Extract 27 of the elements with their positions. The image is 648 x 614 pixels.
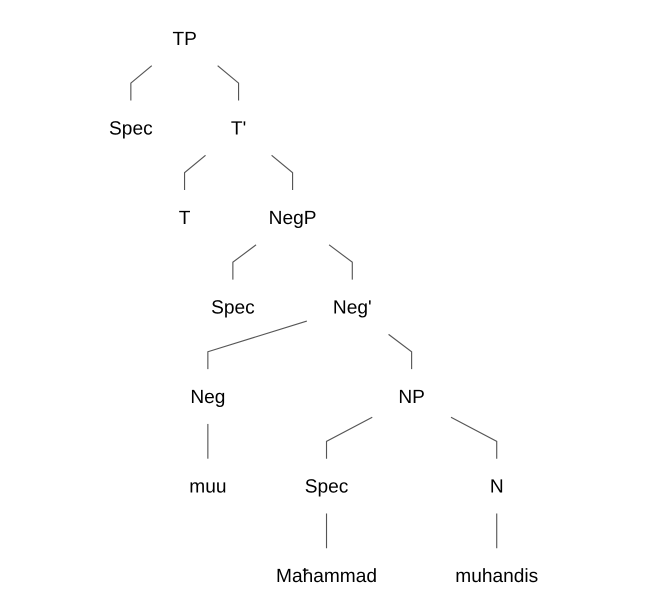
connector: [208, 320, 308, 370]
node-text: T': [231, 117, 247, 139]
connector: [208, 424, 209, 459]
node-text: T: [179, 206, 191, 228]
node-text: TP: [172, 27, 198, 50]
node-text: muu: [190, 475, 227, 497]
node-text: Neg': [333, 296, 372, 318]
connector: [218, 65, 240, 100]
connector: [388, 334, 413, 370]
node-text: Maħammad: [276, 564, 378, 587]
node-text: Spec: [109, 117, 154, 139]
node-text: Neg: [190, 386, 226, 408]
connector: [184, 154, 206, 190]
node-text: Spec: [211, 296, 256, 318]
connector: [326, 513, 328, 548]
node-text: muhandis: [456, 564, 539, 587]
node-text: N: [490, 475, 504, 497]
node-text: NegP: [269, 206, 317, 228]
connector: [272, 154, 294, 190]
connector: [326, 416, 373, 459]
connector: [496, 513, 498, 548]
connector: [451, 416, 498, 459]
node-text: NP: [398, 386, 426, 408]
connector: [130, 65, 152, 100]
node-text: Spec: [305, 475, 349, 497]
connector: [329, 244, 354, 280]
connector: [232, 244, 257, 280]
